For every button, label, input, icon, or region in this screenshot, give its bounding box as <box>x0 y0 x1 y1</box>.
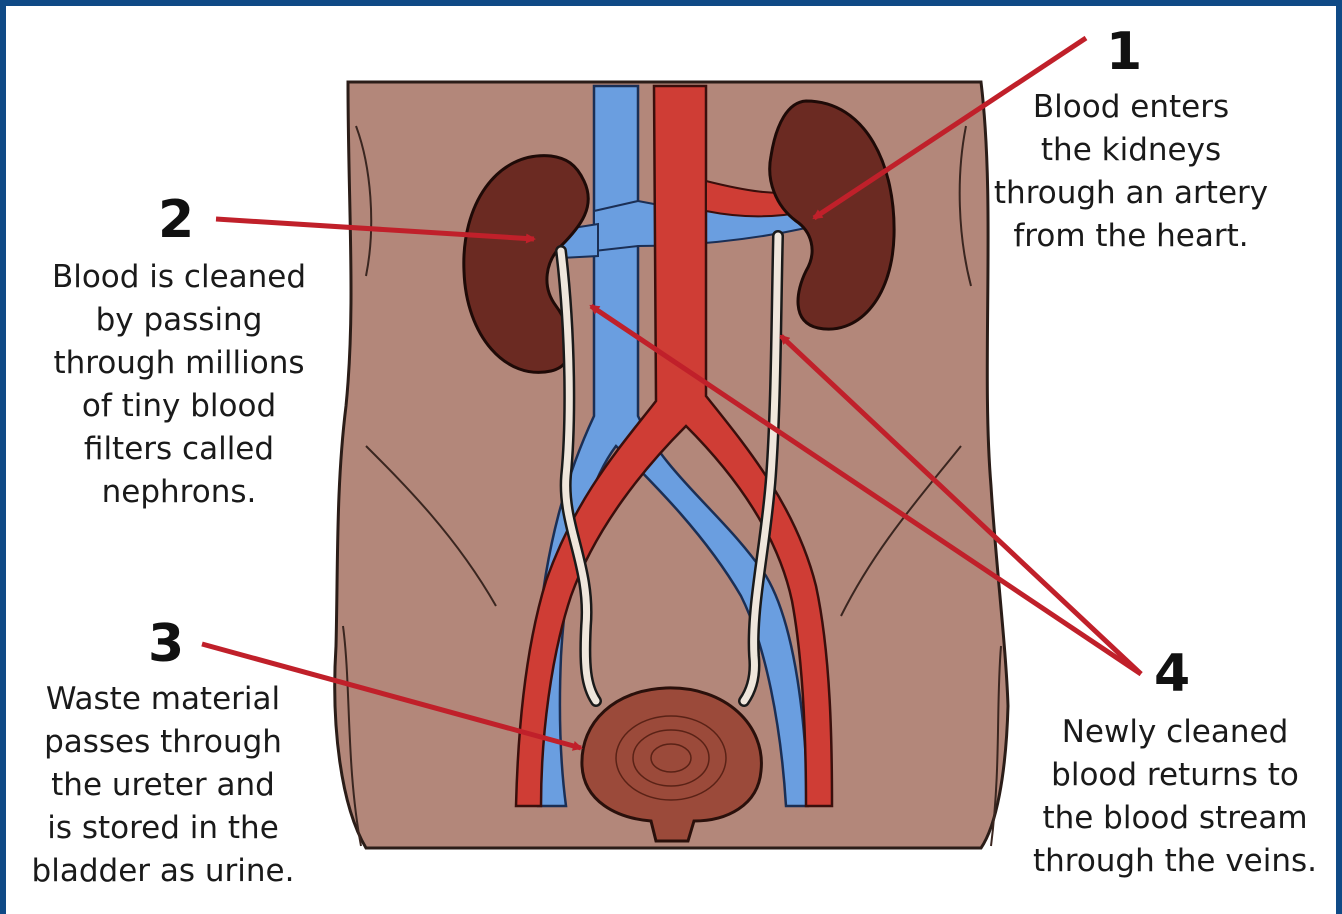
label-2-line: through millions <box>14 342 344 385</box>
label-3-number: 3 <box>148 618 184 670</box>
label-4-line: the blood stream <box>1016 797 1334 840</box>
label-2-line: by passing <box>14 299 344 342</box>
label-2-caption: Blood is cleaned by passing through mill… <box>14 256 344 514</box>
label-4-caption: Newly cleaned blood returns to the blood… <box>1016 711 1334 883</box>
label-3-line: is stored in the <box>8 807 318 850</box>
label-2-line: of tiny blood <box>14 385 344 428</box>
label-2-line: filters called <box>14 428 344 471</box>
label-3-line: Waste material <box>8 678 318 721</box>
label-2-number: 2 <box>158 194 194 246</box>
label-1-line: Blood enters <box>966 86 1296 129</box>
label-3-line: passes through <box>8 721 318 764</box>
label-2-line: Blood is cleaned <box>14 256 344 299</box>
label-3-caption: Waste material passes through the ureter… <box>8 678 318 893</box>
label-1-line: the kidneys <box>966 129 1296 172</box>
label-1-caption: Blood enters the kidneys through an arte… <box>966 86 1296 258</box>
label-1-line: through an artery <box>966 172 1296 215</box>
label-1-line: from the heart. <box>966 215 1296 258</box>
label-4-line: through the veins. <box>1016 840 1334 883</box>
label-3-line: bladder as urine. <box>8 850 318 893</box>
diagram-frame: 1 Blood enters the kidneys through an ar… <box>6 6 1336 914</box>
label-3-line: the ureter and <box>8 764 318 807</box>
label-4-line: Newly cleaned <box>1016 711 1334 754</box>
label-4-number: 4 <box>1154 648 1190 700</box>
label-2-line: nephrons. <box>14 471 344 514</box>
label-4-line: blood returns to <box>1016 754 1334 797</box>
label-1-number: 1 <box>1106 26 1142 78</box>
